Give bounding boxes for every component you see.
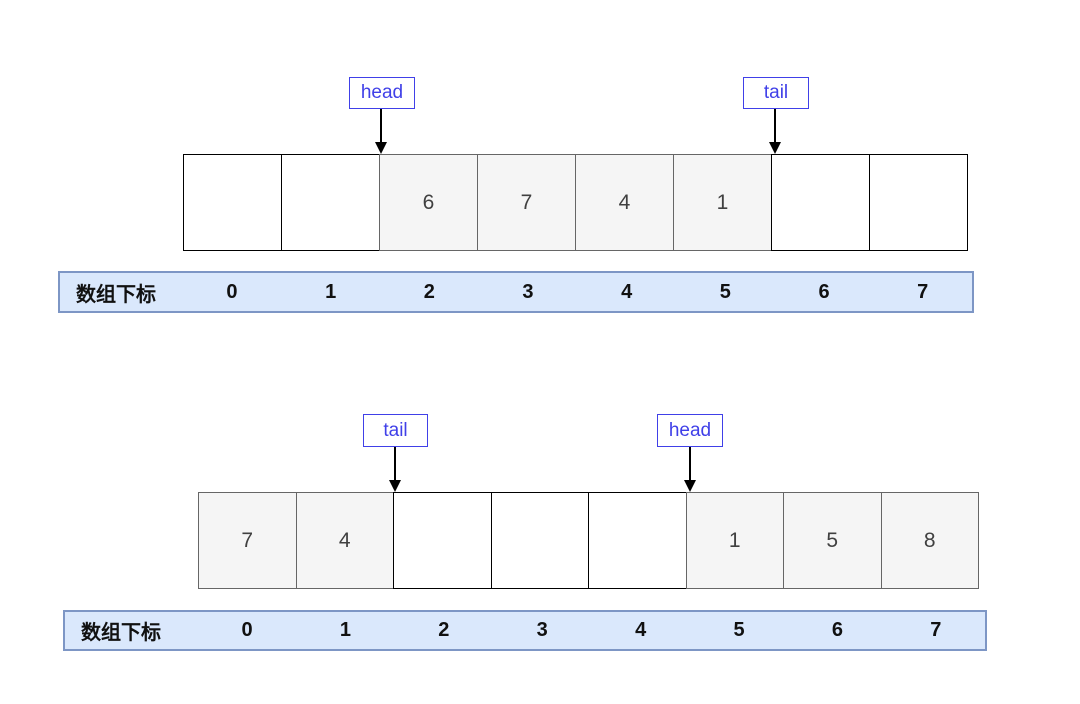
array-cell	[869, 154, 968, 251]
array-cell	[771, 154, 870, 251]
index-number: 0	[241, 619, 253, 641]
pointer-label-text: head	[668, 419, 712, 441]
array-cell: 1	[673, 154, 772, 251]
cell-value: 4	[618, 190, 631, 214]
cell-value: 7	[520, 190, 533, 214]
pointer-label-text: tail	[763, 82, 789, 103]
array-row: 7 4 1 5 8	[198, 492, 979, 589]
index-number: 2	[423, 280, 435, 303]
index-number: 1	[325, 280, 337, 303]
array-cell: 4	[295, 492, 394, 589]
array-cell: 6	[379, 154, 478, 251]
tail-arrowhead-icon	[769, 142, 781, 154]
array-cell: 4	[575, 154, 674, 251]
index-number: 5	[719, 280, 731, 303]
index-number: 4	[635, 619, 647, 641]
tail-pointer-label: tail	[363, 414, 428, 447]
index-number: 5	[733, 619, 745, 641]
tail-arrowhead-icon	[389, 480, 401, 492]
array-cell	[588, 492, 687, 589]
index-number: 7	[917, 280, 929, 303]
head-arrow	[380, 109, 382, 143]
array-cell	[393, 492, 492, 589]
index-strip-label: 数组下标	[81, 622, 161, 644]
pointer-label-text: head	[360, 82, 404, 103]
array-cell: 7	[477, 154, 576, 251]
pointer-label-text: tail	[383, 419, 408, 441]
array-cell	[490, 492, 589, 589]
cell-value: 7	[241, 528, 254, 552]
cell-value: 6	[422, 190, 435, 214]
array-cell	[183, 154, 282, 251]
array-cell: 8	[880, 492, 979, 589]
tail-arrow	[394, 447, 396, 481]
head-pointer-label: head	[349, 77, 415, 109]
index-number: 3	[522, 280, 534, 303]
array-row: 6 7 4 1	[183, 154, 968, 251]
cell-value: 5	[826, 528, 839, 552]
index-number: 6	[831, 619, 843, 641]
index-number: 2	[438, 619, 450, 641]
index-number: 6	[818, 280, 830, 303]
array-cell: 1	[685, 492, 784, 589]
index-number: 0	[226, 280, 238, 303]
array-cell	[281, 154, 380, 251]
cell-value: 4	[338, 528, 351, 552]
index-strip: 数组下标 0 1 2 3 4 5 6 7	[58, 271, 974, 313]
tail-arrow	[774, 109, 776, 143]
index-strip-label: 数组下标	[76, 283, 156, 306]
cell-value: 1	[716, 190, 729, 214]
head-arrowhead-icon	[684, 480, 696, 492]
index-number: 3	[536, 619, 548, 641]
index-number: 4	[621, 280, 633, 303]
cell-value: 1	[728, 528, 741, 552]
index-strip: 数组下标 0 1 2 3 4 5 6 7	[63, 610, 987, 651]
head-arrow	[689, 447, 691, 481]
array-cell: 5	[783, 492, 882, 589]
tail-pointer-label: tail	[743, 77, 809, 109]
array-cell: 7	[198, 492, 297, 589]
head-pointer-label: head	[657, 414, 723, 447]
cell-value: 8	[923, 528, 936, 552]
index-number: 7	[930, 619, 942, 641]
head-arrowhead-icon	[375, 142, 387, 154]
index-number: 1	[339, 619, 352, 641]
